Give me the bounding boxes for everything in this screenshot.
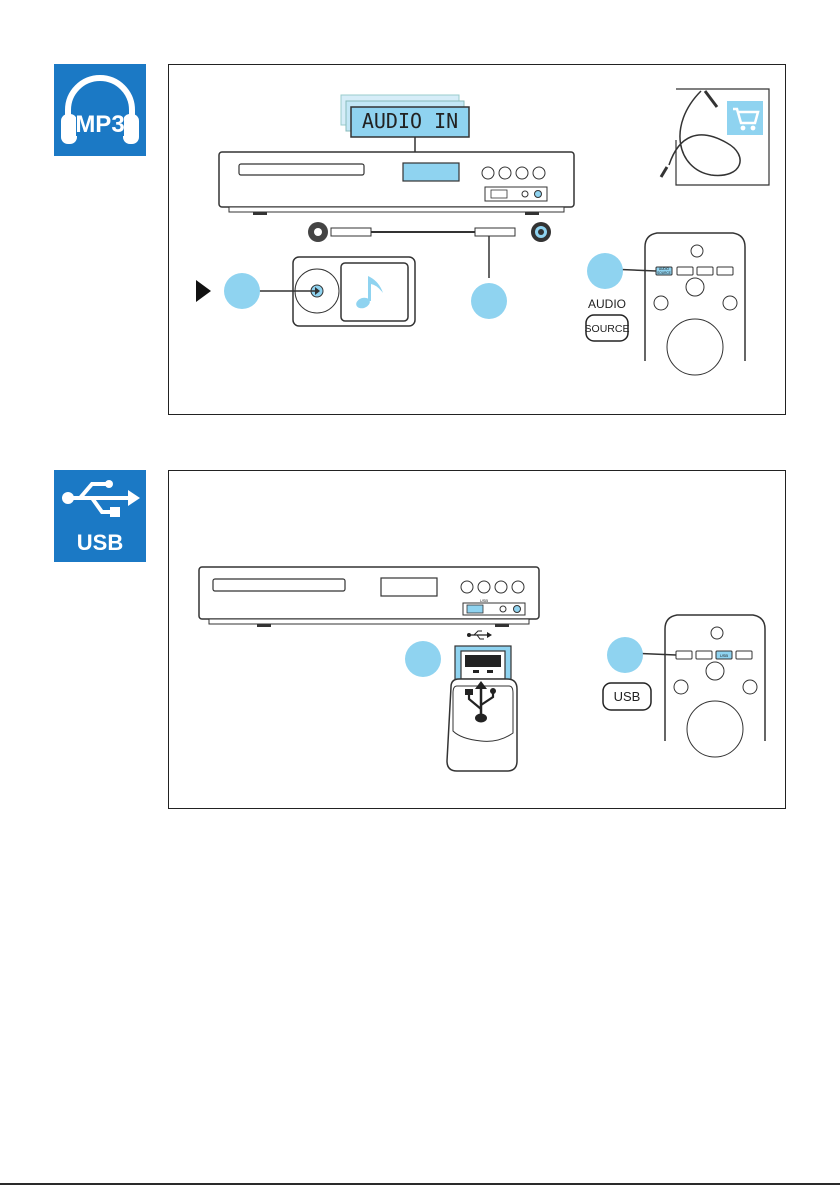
usb-badge-label: USB [77,530,123,555]
audio-label: AUDIO [588,297,626,311]
mp3-badge: MP3 [54,64,146,156]
step-circle [587,253,623,289]
dvd-player: USB [199,567,539,627]
usb-illustration: USB [169,471,785,808]
audio-in-panel: AUDIO IN [168,64,786,415]
usb-badge: USB [54,470,146,562]
remote-control: USB [665,615,765,757]
usb-panel: USB [168,470,786,809]
headphones-icon: MP3 [54,64,146,156]
display-text: AUDIO IN [362,109,458,133]
page-bottom-rule [0,1183,840,1185]
remote-key-label-bottom: SOURCE [657,271,671,275]
usb-button-label: USB [614,689,641,704]
usb-flash-drive [447,646,517,771]
play-arrow-icon [196,280,211,302]
source-button-label: SOURCE [585,323,630,335]
step-circle [607,637,643,673]
step-circle [224,273,260,309]
mp3-badge-label: MP3 [75,111,124,138]
usb-symbol-icon [467,631,492,639]
remote-key-label: USB [720,653,729,658]
player-usb-label: USB [480,598,489,603]
usb-symbol-icon: USB [54,470,146,562]
cable-accessory-card [661,89,769,185]
dvd-player [219,152,574,215]
step-circle [471,283,507,319]
remote-control: AUDIO SOURCE [645,233,745,375]
audio-in-illustration: AUDIO IN [169,65,785,414]
display-stack: AUDIO IN [341,95,469,161]
step-circle [405,641,441,677]
